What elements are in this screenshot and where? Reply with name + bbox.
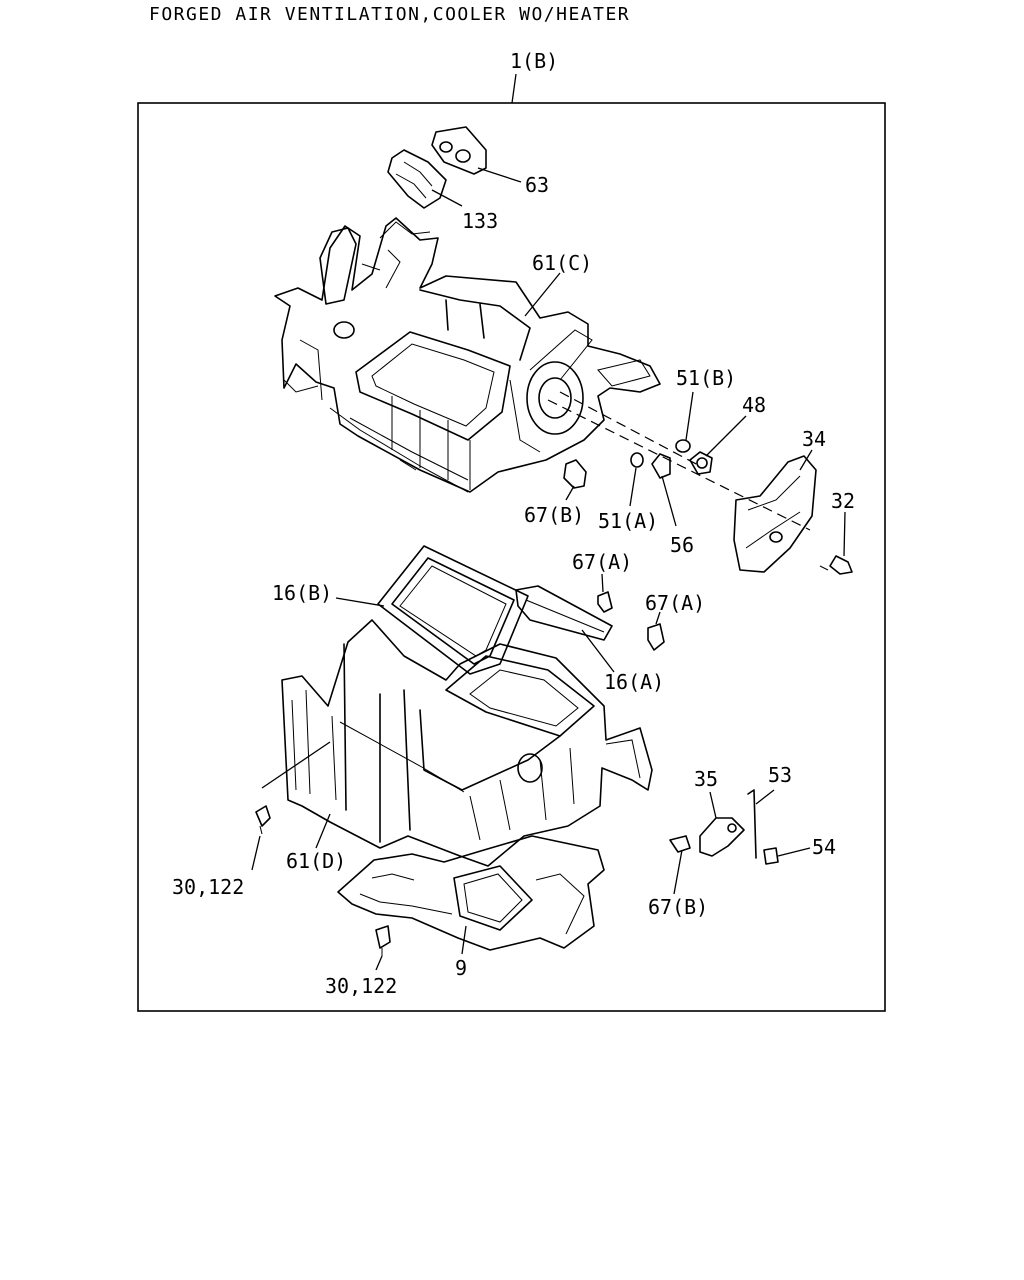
callout-53[interactable]: 53 bbox=[768, 763, 792, 787]
callout-30-122-bottom[interactable]: 30,122 bbox=[325, 974, 397, 998]
leader-34 bbox=[799, 449, 813, 471]
leader-67b-top bbox=[565, 485, 575, 501]
part-30-122-screw-bottom bbox=[375, 925, 391, 956]
leader-30-left bbox=[251, 835, 261, 871]
callout-67a-1[interactable]: 67(A) bbox=[572, 550, 632, 574]
callout-16a[interactable]: 16(A) bbox=[604, 670, 664, 694]
leader-16b bbox=[335, 597, 385, 607]
callout-67b-top[interactable]: 67(B) bbox=[524, 503, 584, 527]
diagram-title: FORGED AIR VENTILATION,COOLER WO/HEATER bbox=[149, 4, 631, 25]
part-34-lever bbox=[733, 455, 817, 573]
leader-61d bbox=[315, 813, 331, 849]
part-61d-lower-case bbox=[281, 619, 653, 867]
callout-133[interactable]: 133 bbox=[462, 209, 498, 233]
leader-56 bbox=[661, 475, 677, 527]
part-16a-seal bbox=[515, 585, 613, 641]
part-51a-clip bbox=[630, 452, 644, 468]
callout-51b[interactable]: 51(B) bbox=[676, 366, 736, 390]
leader-51b bbox=[685, 391, 694, 441]
linkage-axis-line-2 bbox=[559, 391, 701, 467]
callout-63[interactable]: 63 bbox=[525, 173, 549, 197]
leader-133 bbox=[431, 189, 463, 207]
part-67a-clip-2 bbox=[647, 623, 665, 651]
callout-32[interactable]: 32 bbox=[831, 489, 855, 513]
leader-67a-1 bbox=[601, 573, 604, 593]
part-54-clip bbox=[763, 847, 779, 865]
callout-54[interactable]: 54 bbox=[812, 835, 836, 859]
part-48-bushing bbox=[689, 451, 713, 475]
callout-34[interactable]: 34 bbox=[802, 427, 826, 451]
part-35-arm bbox=[699, 817, 745, 857]
leader-35 bbox=[709, 791, 717, 819]
part-30-122-screw-left bbox=[255, 805, 271, 835]
callout-61c[interactable]: 61(C) bbox=[532, 251, 592, 275]
diagram-frame bbox=[137, 102, 886, 1012]
part-16b-frame bbox=[377, 545, 529, 675]
part-67b-clip-bottom bbox=[669, 835, 691, 853]
part-51b-clip bbox=[675, 439, 691, 453]
leader-30-bottom bbox=[375, 955, 383, 971]
callout-48[interactable]: 48 bbox=[742, 393, 766, 417]
leader-61c bbox=[524, 272, 561, 317]
callout-30-122-left[interactable]: 30,122 bbox=[172, 875, 244, 899]
part-61c-upper-case bbox=[274, 217, 661, 493]
callout-35[interactable]: 35 bbox=[694, 767, 718, 791]
leader-48 bbox=[705, 415, 747, 457]
callout-61d[interactable]: 61(D) bbox=[286, 849, 346, 873]
leader-67b-bottom bbox=[673, 849, 683, 895]
leader-9 bbox=[461, 925, 467, 955]
assembly-label[interactable]: 1(B) bbox=[510, 49, 558, 73]
part-63-gasket bbox=[431, 126, 487, 175]
leader-51a bbox=[629, 467, 637, 507]
assembly-leader bbox=[511, 73, 517, 104]
leader-16a bbox=[581, 629, 615, 673]
part-133-damper bbox=[387, 149, 447, 209]
leader-54 bbox=[777, 847, 811, 857]
leader-32 bbox=[843, 511, 846, 557]
callout-51a[interactable]: 51(A) bbox=[598, 509, 658, 533]
part-67a-clip-1 bbox=[597, 591, 613, 613]
callout-67a-2[interactable]: 67(A) bbox=[645, 591, 705, 615]
leader-30-left-diagram bbox=[261, 741, 331, 789]
callout-56[interactable]: 56 bbox=[670, 533, 694, 557]
linkage-axis-line bbox=[547, 399, 811, 531]
part-9-duct bbox=[337, 835, 605, 951]
leader-53 bbox=[755, 789, 775, 805]
part-67b-clip-top bbox=[563, 459, 587, 489]
callout-9[interactable]: 9 bbox=[455, 956, 467, 980]
part-32-screw bbox=[819, 555, 853, 575]
part-53-rod bbox=[747, 789, 757, 859]
callout-16b[interactable]: 16(B) bbox=[272, 581, 332, 605]
leader-63 bbox=[477, 167, 522, 183]
part-56-pivot bbox=[651, 453, 671, 479]
callout-67b-bottom[interactable]: 67(B) bbox=[648, 895, 708, 919]
leader-67a-2 bbox=[655, 611, 661, 625]
